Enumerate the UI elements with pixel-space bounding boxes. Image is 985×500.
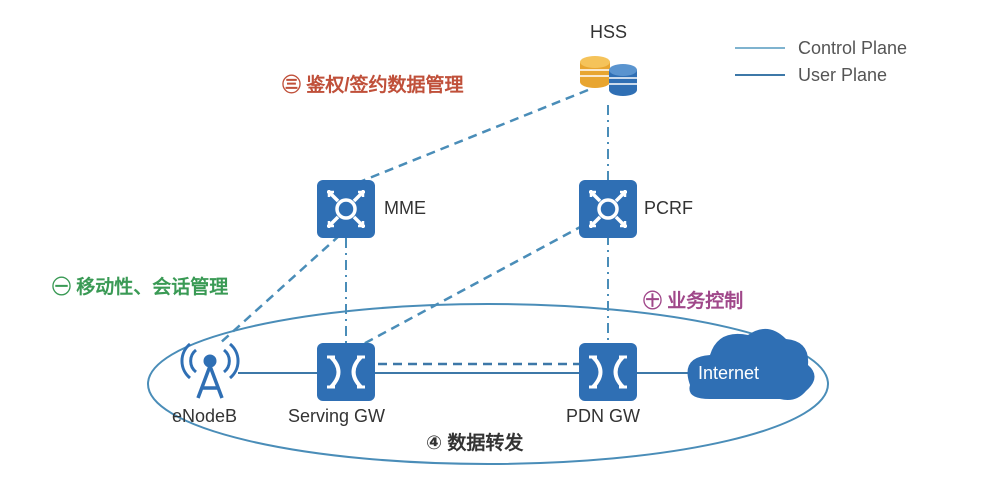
switch-icon — [327, 355, 365, 389]
router-icon — [327, 190, 365, 228]
annotation-service: ㊉ 业务控制 — [643, 291, 744, 312]
pgw-label: PDN GW — [566, 406, 640, 426]
pcrf-label: PCRF — [644, 198, 693, 218]
sgw-node — [317, 343, 375, 401]
annotation-forward: ④ 数据转发 — [426, 433, 524, 454]
cloud-icon — [687, 328, 815, 400]
pgw-node — [579, 343, 637, 401]
router-icon — [589, 190, 627, 228]
database-icon — [580, 56, 637, 96]
annotation-mobility: ㊀ 移动性、会话管理 — [52, 277, 229, 298]
link-mme-enodeb — [217, 234, 341, 346]
link-pcrf-sgw — [355, 223, 585, 350]
switch-icon — [589, 355, 627, 389]
antenna-icon — [180, 342, 240, 399]
mme-node — [317, 180, 375, 238]
legend-control-label: Control Plane — [798, 38, 908, 58]
core-network-ellipse — [147, 303, 829, 465]
sgw-label: Serving GW — [288, 406, 386, 426]
internet-label: Internet — [698, 363, 760, 383]
annotation-auth: ㊂ 鉴权/签约数据管理 — [282, 75, 464, 96]
link-hss-mme — [351, 88, 589, 187]
legend-user-label: User Plane — [798, 65, 888, 85]
enodeb-label: eNodeB — [172, 406, 238, 426]
hss-label: HSS — [590, 22, 628, 42]
pcrf-node — [579, 180, 637, 238]
mme-label: MME — [384, 198, 426, 218]
